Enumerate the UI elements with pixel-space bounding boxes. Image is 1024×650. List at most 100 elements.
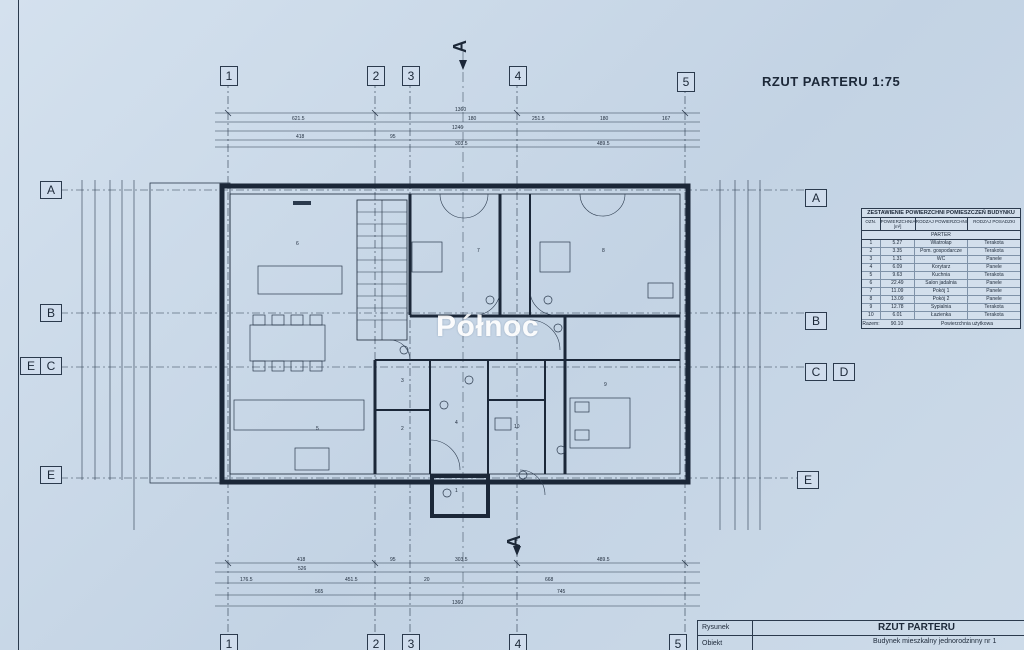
- dim-top: 1246: [452, 125, 464, 131]
- total-note: Powierzchnia użytkowa: [941, 321, 993, 327]
- room-number-2: 2: [401, 426, 404, 432]
- axis-label-1: 1: [220, 66, 238, 86]
- axis-label-4: 4: [509, 66, 527, 86]
- axis-label-2: 2: [367, 634, 385, 650]
- obiekt-value: Budynek mieszkalny jednorodzinny nr 1: [873, 638, 997, 645]
- table-cell: Pokój 2: [915, 296, 969, 303]
- dim-top: 418: [296, 134, 305, 140]
- table-cell: 1.31: [881, 256, 916, 263]
- col-header: OZN.: [862, 218, 881, 230]
- axis-label-3: 3: [402, 66, 420, 86]
- table-cell: WC: [915, 256, 969, 263]
- table-cell: 5: [862, 272, 881, 279]
- total-value: 90.10: [890, 321, 904, 327]
- axis-label-4: 4: [509, 634, 527, 650]
- room-number-6: 6: [296, 241, 299, 247]
- table-cell: 12.78: [881, 304, 916, 311]
- axis-label-e: E: [797, 471, 819, 489]
- axis-label-3: 3: [402, 634, 420, 650]
- table-cell: 6.09: [881, 264, 916, 271]
- dim-bottom: 565: [315, 589, 324, 595]
- dim-bottom: 745: [557, 589, 566, 595]
- title-block-row: Rysunek RZUT PARTERU: [698, 621, 1024, 636]
- room-number-3: 3: [401, 378, 404, 384]
- room-number-5: 5: [316, 426, 319, 432]
- axis-label-b: B: [40, 304, 62, 322]
- dim-bottom: 20: [424, 577, 430, 583]
- dim-bottom: 489.5: [597, 557, 610, 563]
- rysunek-value: RZUT PARTERU: [878, 622, 956, 633]
- section-marker-bottom: A: [504, 535, 524, 548]
- area-summary-table: ZESTAWIENIE POWIERZCHNI POMIESZCZEŃ BUDY…: [861, 208, 1021, 329]
- dim-top: 95: [390, 134, 396, 140]
- table-cell: 6.01: [881, 312, 916, 319]
- table-cell: Panele: [986, 288, 1002, 294]
- table-cell: Wiatrołap: [915, 240, 969, 247]
- watermark-logo: Północ: [436, 310, 540, 343]
- dim-bottom: 176.5: [240, 577, 253, 583]
- table-cell: 11.09: [881, 288, 916, 295]
- room-number-1: 1: [455, 488, 458, 494]
- table-cell: Sypialnia: [915, 304, 969, 311]
- table-cell: Panele: [986, 280, 1002, 286]
- drawing-title: RZUT PARTERU 1:75: [762, 74, 901, 89]
- table-cell: Terakota: [984, 248, 1004, 254]
- table-cell: Panele: [986, 256, 1002, 262]
- dim-top: 180: [600, 116, 609, 122]
- table-cell: Pom. gospodarcze: [915, 248, 969, 255]
- dim-bottom: 451.5: [345, 577, 358, 583]
- total-label: Razem:: [862, 321, 880, 327]
- axis-label-c: C: [805, 363, 827, 381]
- section-marker-top: A: [450, 40, 470, 53]
- table-cell: 6: [862, 280, 881, 287]
- axis-label-a: A: [40, 181, 62, 199]
- table-cell: 13.09: [881, 296, 916, 303]
- table-cell: 3: [862, 256, 881, 263]
- dim-top: 621.5: [292, 116, 305, 122]
- table-cell: 7: [862, 288, 881, 295]
- dim-top: 489.5: [597, 141, 610, 147]
- table-cell: Pokój 1: [915, 288, 969, 295]
- dim-bottom: 95: [390, 557, 396, 563]
- table-cell: Terakota: [984, 240, 1004, 246]
- table-cell: Panele: [986, 264, 1002, 270]
- table-cell: 5.27: [881, 240, 916, 247]
- col-header: RODZAJ POWIERZCHNI: [916, 218, 969, 230]
- table-cell: Łazienka: [915, 312, 969, 319]
- axis-label-b: B: [805, 312, 827, 330]
- axis-label-a: A: [805, 189, 827, 207]
- table-total-row: Razem: 90.10 Powierzchnia użytkowa: [862, 320, 1020, 328]
- room-number-9: 9: [604, 382, 607, 388]
- table-cell: 10: [862, 312, 881, 319]
- room-number-10: 10: [514, 424, 520, 430]
- room-number-4: 4: [455, 420, 458, 426]
- paper-edge: [18, 0, 19, 650]
- dim-top: 303.5: [455, 141, 468, 147]
- table-cell: 22.49: [881, 280, 916, 287]
- axis-label-5: 5: [669, 634, 687, 650]
- axis-label-d: D: [833, 363, 855, 381]
- table-section-label: PARTER: [862, 231, 1020, 240]
- table-cell: 2: [862, 248, 881, 255]
- table-cell: Korytarz: [915, 264, 969, 271]
- table-cell: Salon jadalnia: [915, 280, 969, 287]
- table-cell: 1: [862, 240, 881, 247]
- dim-bottom: 668: [545, 577, 554, 583]
- axis-label-1: 1: [220, 634, 238, 650]
- dim-top: 180: [468, 116, 477, 122]
- dim-bottom: 418: [297, 557, 306, 563]
- rysunek-label: Rysunek: [702, 624, 730, 631]
- axis-label-e: E: [40, 466, 62, 484]
- axis-label-c: C: [40, 357, 62, 375]
- table-cell: 4: [862, 264, 881, 271]
- dim-bottom: 526: [298, 566, 307, 572]
